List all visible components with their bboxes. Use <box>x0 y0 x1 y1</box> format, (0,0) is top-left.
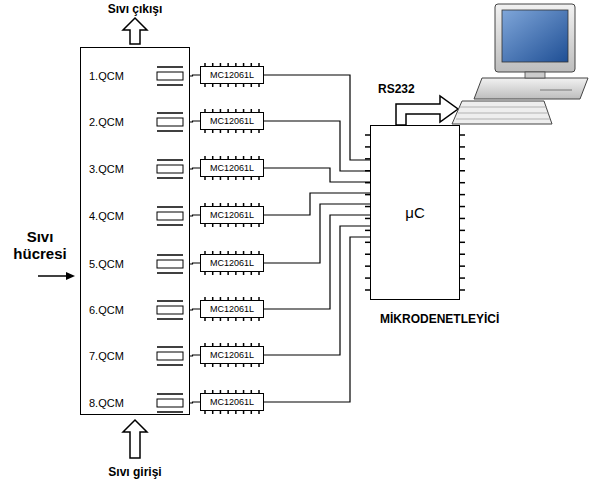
counter-chip: MC12061L <box>200 206 264 224</box>
crystal-symbol <box>155 298 185 322</box>
inlet-arrow <box>123 420 147 458</box>
signal-wire <box>264 168 370 182</box>
chip-label: MC12061L <box>210 258 254 268</box>
signal-wire <box>264 215 370 309</box>
crystal-symbol <box>155 391 185 415</box>
crystal-symbol <box>155 110 185 134</box>
caption-label: Sıvı girişi <box>108 465 161 479</box>
rs232-arrow <box>396 96 458 125</box>
qcm-sensor: 7.QCM <box>87 344 185 368</box>
sensor-label: 3.QCM <box>89 163 124 175</box>
sensor-label: 1.QCM <box>89 70 124 82</box>
counter-chip: MC12061L <box>200 346 264 364</box>
qcm-sensor: 2.QCM <box>87 110 185 134</box>
counter-chip: MC12061L <box>200 254 264 272</box>
crystal-symbol <box>155 252 185 276</box>
computer-icon <box>452 4 588 124</box>
counter-chip: MC12061L <box>200 393 264 411</box>
counter-chip: MC12061L <box>200 112 264 130</box>
signal-wire <box>264 204 370 263</box>
outlet-arrow <box>123 18 147 44</box>
signal-wire <box>264 226 370 355</box>
liquid-cell: Sıvı hücresi1.QCM2.QCM3.QCM4.QCM5.QCM6.Q… <box>80 47 190 415</box>
signal-wire <box>264 121 370 171</box>
sensor-label: 8.QCM <box>89 397 124 409</box>
sensor-label: 7.QCM <box>89 350 124 362</box>
qcm-sensor: 1.QCM <box>87 64 185 88</box>
qcm-sensor: 6.QCM <box>87 298 185 322</box>
chip-label: MC12061L <box>210 350 254 360</box>
counter-chip: MC12061L <box>200 66 264 84</box>
crystal-symbol <box>155 64 185 88</box>
crystal-symbol <box>155 157 185 181</box>
caption-label: RS232 <box>378 82 415 96</box>
counter-chip: MC12061L <box>200 159 264 177</box>
caption-label: MİKRODENETLEYİCİ <box>380 312 499 326</box>
qcm-sensor: 4.QCM <box>87 204 185 228</box>
chip-label: MC12061L <box>210 116 254 126</box>
chip-label: MC12061L <box>210 397 254 407</box>
qcm-sensor: 3.QCM <box>87 157 185 181</box>
crystal-symbol <box>155 204 185 228</box>
sensor-label: 2.QCM <box>89 116 124 128</box>
cell-arrow-head <box>66 272 75 280</box>
signal-wire <box>264 237 370 402</box>
chip-label: MC12061L <box>210 163 254 173</box>
mcu-label: μC <box>405 204 424 221</box>
sensor-label: 4.QCM <box>89 210 124 222</box>
crystal-symbol <box>155 344 185 368</box>
counter-chip: MC12061L <box>200 300 264 318</box>
sensor-label: 5.QCM <box>89 258 124 270</box>
qcm-sensor: 5.QCM <box>87 252 185 276</box>
chip-label: MC12061L <box>210 70 254 80</box>
sensor-label: 6.QCM <box>89 304 124 316</box>
caption-label: Sıvı çıkışı <box>108 2 163 16</box>
chip-label: MC12061L <box>210 210 254 220</box>
chip-label: MC12061L <box>210 304 254 314</box>
qcm-sensor: 8.QCM <box>87 391 185 415</box>
cell-heading: Sıvı hücresi <box>7 228 73 263</box>
cell-arrow <box>38 275 68 277</box>
microcontroller: μC <box>370 125 460 300</box>
signal-wire <box>264 75 370 160</box>
